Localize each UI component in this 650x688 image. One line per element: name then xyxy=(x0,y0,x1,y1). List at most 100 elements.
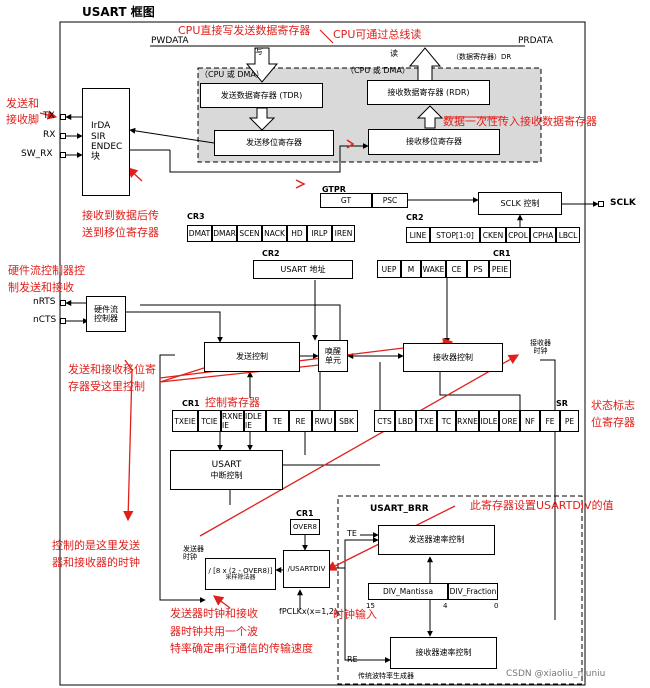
tx-pin xyxy=(60,114,66,120)
gtpr-label: GTPR xyxy=(322,185,346,194)
cr1c-label: CR1 xyxy=(296,509,314,518)
cr2-cell: LINE xyxy=(406,227,430,243)
swrx-pin-label: SW_RX xyxy=(21,149,53,159)
cr1a-cell: PS xyxy=(467,260,489,278)
sclk-pin-label: SCLK xyxy=(610,198,636,208)
cpu-dma-right: （CPU 或 DMA） xyxy=(346,66,410,75)
sr-cell: TC xyxy=(437,410,456,432)
rx-clock-line-1: 接收器 xyxy=(530,339,551,347)
annotation-tx-rx-pins-1: 发送和 xyxy=(6,97,39,110)
annotation-hw-flow: 硬件流控制器控 制发送和接收 xyxy=(8,262,85,296)
annotation-ctrl-reg: 控制寄存器 xyxy=(205,396,260,409)
annotation-status-reg-2: 位寄存器 xyxy=(591,416,635,430)
irda-block: IrDA SIR ENDEC 块 xyxy=(82,88,130,196)
sr-cell: FE xyxy=(540,410,560,432)
gtpr-psc: PSC xyxy=(372,193,408,208)
div-mantissa-cell: DIV_Mantissa xyxy=(368,583,448,600)
interrupt-line-1: USART xyxy=(211,460,242,471)
nrts-pin xyxy=(60,300,66,306)
wakeup-unit-block: 唤醒 单元 xyxy=(318,340,348,372)
annotation-status-reg-1: 状态标志 xyxy=(591,399,635,412)
wakeup-line-2: 单元 xyxy=(325,356,341,365)
annotation-cpu-read: CPU可通过总线读 xyxy=(333,28,422,41)
cr1b-label: CR1 xyxy=(182,399,200,408)
brr-area xyxy=(337,495,583,685)
cr3-cell: SCEN xyxy=(237,225,262,242)
annotation-tx-rx-pins-2: 接收脚 xyxy=(6,112,39,126)
nrts-pin-label: nRTS xyxy=(33,297,56,307)
diagram-title: USART 框图 xyxy=(82,5,155,19)
cr1b-cell: TXEIE xyxy=(172,410,198,432)
cr3-label: CR3 xyxy=(187,212,205,221)
watermark: CSDN @xiaoliu_niuniu xyxy=(506,669,606,679)
annotation-shared-clock: 发送器时钟和接收 器时钟共用一个波 特率确定串行通信的传输速度 xyxy=(170,605,313,658)
cr2b-label: CR2 xyxy=(262,249,280,258)
annotation-shift-ctrl: 发送和接收移位寄 存器受这里控制 xyxy=(68,361,156,395)
ncts-pin-label: nCTS xyxy=(33,315,57,325)
fpclk-label: fPCLKx(x=1,2) xyxy=(279,607,338,616)
annotation-status-reg: 状态标志 位寄存器 xyxy=(591,397,635,431)
bit4-label: 4 xyxy=(443,602,448,610)
brr-label: USART_BRR xyxy=(370,504,429,514)
tx-shift-block: 发送移位寄存器 xyxy=(214,130,334,156)
te-label: TE xyxy=(347,529,357,538)
bit15-label: 15 xyxy=(366,602,375,610)
cr1a-label: CR1 xyxy=(493,249,511,258)
cr2-cell: CKEN xyxy=(480,227,506,243)
annotation-rx-to-shift-2: 送到移位寄存器 xyxy=(82,226,159,240)
cr1a-cell: PEIE xyxy=(489,260,511,278)
usart-address-block: USART 地址 xyxy=(253,260,353,279)
annotation-rx-to-shift: 接收到数据后传 送到移位寄存器 xyxy=(82,207,159,241)
irda-line-3: ENDEC xyxy=(91,142,123,152)
rx-control-block: 接收器控制 xyxy=(403,343,503,372)
cr1a-cell: UEP xyxy=(377,260,401,278)
tdr-block: 发送数据寄存器 (TDR) xyxy=(200,83,323,108)
irda-line-4: 块 xyxy=(91,152,101,163)
annotation-cpu-write: CPU直接写发送数据寄存器 xyxy=(178,24,311,37)
tx-clock-line-1: 发送器 xyxy=(183,545,204,553)
rx-clock-line-2: 时钟 xyxy=(533,346,548,355)
tx-rate-control-block: 发送器速率控制 xyxy=(378,525,495,555)
tx-control-block: 发送控制 xyxy=(204,342,300,372)
annotation-clock-ctrl-1: 控制的是这里发送 xyxy=(52,539,140,552)
baud-gen-label: 传统波特率生成器 xyxy=(358,672,414,680)
annotation-shared-clock-3: 特率确定串行通信的传输速度 xyxy=(170,642,313,656)
sr-cell: TXE xyxy=(416,410,437,432)
annotation-shared-clock-1: 发送器时钟和接收 xyxy=(170,607,258,620)
cr1b-cell: RXNE IE xyxy=(221,410,244,432)
sample-divider-sub: 采样除法器 xyxy=(225,573,256,581)
annotation-shift-ctrl-2: 存器受这里控制 xyxy=(68,380,145,394)
cr3-cell: IRLP xyxy=(307,225,332,242)
usartdiv-block: /USARTDIV xyxy=(283,550,330,588)
sample-divider-block: / [8 x (2 - OVER8)] 采样除法器 xyxy=(205,558,276,590)
cr3-cell: NACK xyxy=(262,225,287,242)
cr3-cell: HD xyxy=(287,225,307,242)
ncts-pin xyxy=(60,318,66,324)
sr-cell: ORE xyxy=(499,410,520,432)
pwdata-label: PWDATA xyxy=(151,36,189,46)
interrupt-line-2: 中断控制 xyxy=(210,470,243,480)
annotation-shared-clock-2: 器时钟共用一个波 xyxy=(170,624,258,638)
annotation-clock-ctrl-2: 器和接收器的时钟 xyxy=(52,556,140,570)
tx-clock-label: 发送器 时钟 xyxy=(183,545,204,561)
cr2-cell: CPOL xyxy=(506,227,530,243)
rx-clock-label: 接收器 时钟 xyxy=(530,339,551,355)
cr1b-cell: RWU xyxy=(312,410,335,432)
hw-flow-block: 硬件流 控制器 xyxy=(86,296,126,332)
sr-label: SR xyxy=(556,399,568,408)
cr1b-cell: TE xyxy=(266,410,289,432)
rx-pin xyxy=(60,133,66,139)
sr-cell: IDLE xyxy=(479,410,499,432)
cr1a-cell: WAKE xyxy=(421,260,446,278)
annotation-clock-ctrl: 控制的是这里发送 器和接收器的时钟 xyxy=(52,537,140,571)
bit0-label: 0 xyxy=(494,602,499,610)
annotation-brr-set: 此寄存器设置USARTDIV的值 xyxy=(470,499,614,512)
annotation-clock-input: 时钟输入 xyxy=(333,608,377,621)
tx-clock-line-2: 时钟 xyxy=(183,553,197,562)
cr3-cell: DMAT xyxy=(187,225,212,242)
sr-cell: NF xyxy=(520,410,540,432)
cr1b-cell: IDLE IE xyxy=(244,410,266,432)
div-fraction-cell: DIV_Fraction xyxy=(448,583,498,600)
cr1b-cell: RE xyxy=(289,410,312,432)
